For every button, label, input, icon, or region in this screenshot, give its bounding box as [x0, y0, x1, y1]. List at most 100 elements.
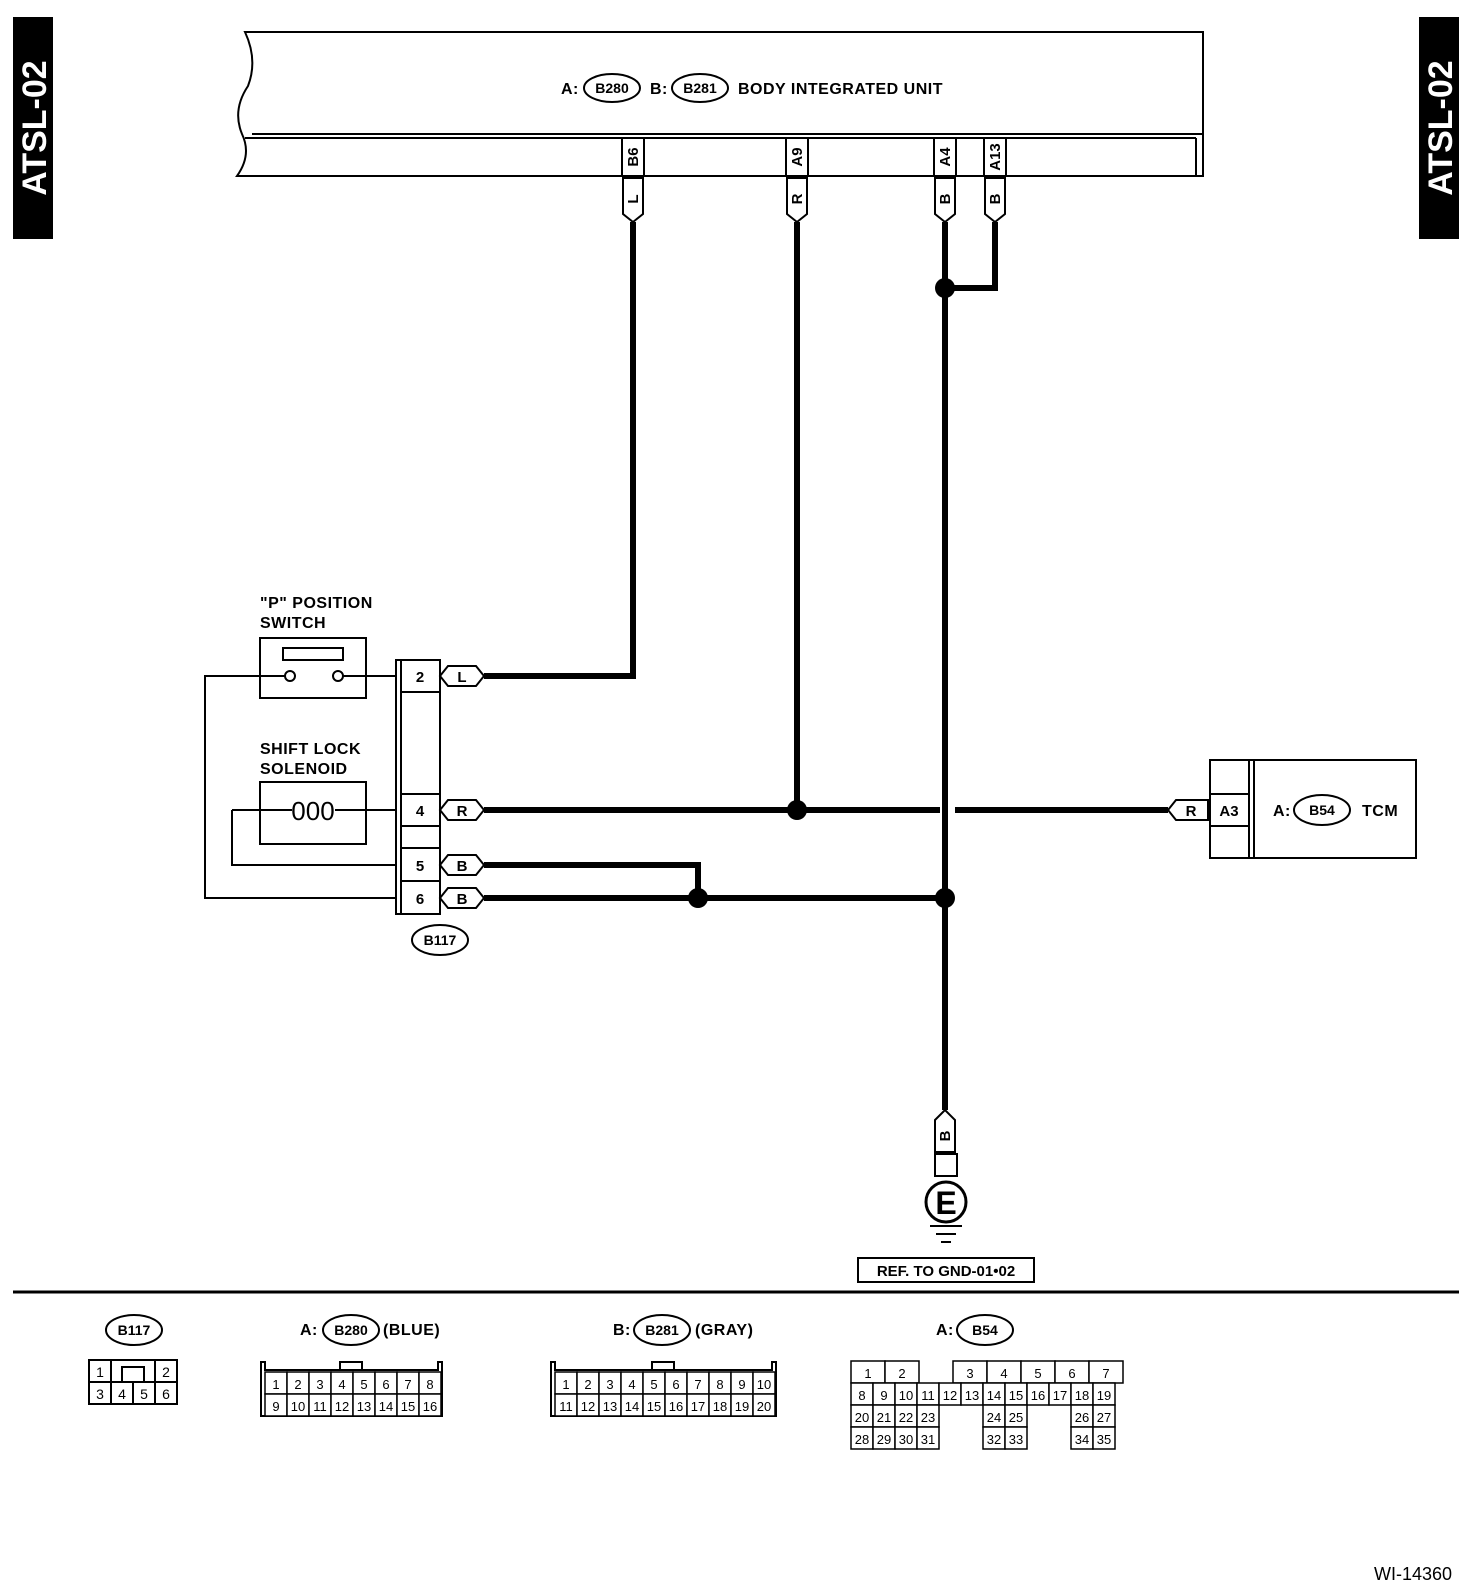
- b117-pin-6: 6: [416, 891, 424, 908]
- cv-b54-pin: 15: [1009, 1388, 1023, 1403]
- cv-b280-name: B280: [334, 1322, 368, 1338]
- pin-a4: A4: [937, 147, 954, 167]
- cv-b54-pin: 6: [1068, 1366, 1075, 1381]
- cv-b280-pin: 5: [360, 1377, 367, 1392]
- tcm-unit: R A3 A: B54 TCM: [1166, 759, 1417, 859]
- cv-b281-pin: 10: [757, 1377, 771, 1392]
- cv-b54-cell: [1004, 1426, 1028, 1450]
- cv-b281-pin: 13: [603, 1399, 617, 1414]
- cv-b117-pin: 3: [96, 1386, 104, 1402]
- cv-b117-name: B117: [118, 1322, 151, 1338]
- tag-r: R: [789, 193, 806, 204]
- cv-b280-pin: 16: [423, 1399, 437, 1414]
- cv-b54-pin: 30: [899, 1432, 913, 1447]
- cv-b281-color: (GRAY): [695, 1322, 753, 1339]
- body-integrated-unit: A: B280 B: B281 BODY INTEGRATED UNIT B6 …: [235, 31, 1204, 177]
- cv-b54-pin: 14: [987, 1388, 1001, 1403]
- cv-b280-pin: 4: [338, 1377, 345, 1392]
- shift-lock-solenoid: SHIFT LOCK SOLENOID 000: [204, 675, 396, 899]
- cv-b117-pin: 1: [96, 1364, 104, 1380]
- cv-b54-pin: 32: [987, 1432, 1001, 1447]
- cv-b280-pin: 1: [272, 1377, 279, 1392]
- p-switch-label-1: "P" POSITION: [260, 595, 373, 612]
- cv-b280-pin: 15: [401, 1399, 415, 1414]
- right-tab-label: ATSL-02: [1422, 60, 1460, 195]
- cv-b281-pin: 20: [757, 1399, 771, 1414]
- cv-b54-pin: 20: [855, 1410, 869, 1425]
- cv-b280-pin: 6: [382, 1377, 389, 1392]
- b117-connector: 2 4 5 6 B117: [395, 659, 469, 956]
- figure-id: WI-14360: [1374, 1564, 1452, 1584]
- b117-tag-b6: B: [457, 891, 468, 908]
- cv-b280-pin: 3: [316, 1377, 323, 1392]
- cv-b54-pin: 26: [1075, 1410, 1089, 1425]
- cv-b54-pin: 1: [864, 1366, 871, 1381]
- cv-b280-pin: 14: [379, 1399, 393, 1414]
- cv-b281-pin: 9: [738, 1377, 745, 1392]
- cv-b281-pin: 19: [735, 1399, 749, 1414]
- tcm-prefix: A:: [1273, 803, 1291, 820]
- conn-b280-badge: B280: [595, 80, 629, 96]
- pin-a13: A13: [987, 143, 1004, 171]
- cv-b54-pin: 2: [898, 1366, 905, 1381]
- tcm-name: TCM: [1362, 803, 1398, 820]
- cv-b280-pin: 9: [272, 1399, 279, 1414]
- pin-a9: A9: [789, 147, 806, 166]
- tcm-b54-badge: B54: [1309, 802, 1335, 818]
- body-unit-pins: B6 A9 A4 A13: [621, 138, 1007, 176]
- cv-b54-pin: 23: [921, 1410, 935, 1425]
- tag-b-a13: B: [987, 193, 1004, 204]
- tcm-pin-a3: A3: [1219, 803, 1238, 820]
- pin-b6: B6: [625, 147, 642, 166]
- cv-b281-pin: 17: [691, 1399, 705, 1414]
- tag-l: L: [625, 194, 642, 203]
- cv-b54-pin: 4: [1000, 1366, 1007, 1381]
- cv-b54-pin: 22: [899, 1410, 913, 1425]
- cv-b54-pin: 31: [921, 1432, 935, 1447]
- b117-tag-r: R: [457, 803, 468, 820]
- b117-pin-5: 5: [416, 858, 424, 875]
- cv-b54-pin: 18: [1075, 1388, 1089, 1403]
- cv-b54-pin: 25: [1009, 1410, 1023, 1425]
- b117-badge: B117: [424, 932, 457, 948]
- cv-b281-pin: 8: [716, 1377, 723, 1392]
- cv-b281-prefix: B:: [613, 1322, 631, 1339]
- tcm-tag-r: R: [1186, 803, 1197, 820]
- cv-b54-pin: 27: [1097, 1410, 1111, 1425]
- cv-b54-pin: 8: [858, 1388, 865, 1403]
- cv-b280-pin: 12: [335, 1399, 349, 1414]
- cv-b54-pin: 10: [899, 1388, 913, 1403]
- cv-b54-pin: 5: [1034, 1366, 1041, 1381]
- connector-view-b117: B117 1 2 3 4 5 6: [88, 1314, 178, 1405]
- body-unit-name: BODY INTEGRATED UNIT: [738, 81, 943, 98]
- cv-b54-name: B54: [972, 1322, 998, 1338]
- cv-b280-pin: 13: [357, 1399, 371, 1414]
- cv-b281-pin: 4: [628, 1377, 635, 1392]
- left-section-tab: ATSL-02: [13, 17, 54, 239]
- body-unit-title: A: B280 B: B281 BODY INTEGRATED UNIT: [561, 73, 943, 103]
- cv-b54-pin: 17: [1053, 1388, 1067, 1403]
- top-wire-tags: L R B B: [622, 177, 1006, 224]
- cv-b281-pin: 12: [581, 1399, 595, 1414]
- cv-b54-pin: 19: [1097, 1388, 1111, 1403]
- p-position-switch: "P" POSITION SWITCH: [259, 595, 396, 699]
- cv-b117-pin: 4: [118, 1386, 126, 1402]
- cv-b54-pin: 3: [966, 1366, 973, 1381]
- conn-a-prefix: A:: [561, 81, 579, 98]
- right-section-tab: ATSL-02: [1419, 17, 1460, 239]
- solenoid-label-2: SOLENOID: [260, 761, 348, 778]
- cv-b281-pin: 6: [672, 1377, 679, 1392]
- cv-b280-pin: 11: [313, 1399, 327, 1414]
- cv-b281-pin: 3: [606, 1377, 613, 1392]
- cv-b280-pin: 2: [294, 1377, 301, 1392]
- cv-b280-pin: 8: [426, 1377, 433, 1392]
- cv-b281-pin: 5: [650, 1377, 657, 1392]
- cv-b280-prefix: A:: [300, 1322, 318, 1339]
- b117-pin-4: 4: [416, 803, 425, 820]
- cv-b54-cell: [916, 1426, 940, 1450]
- cv-b281-pin: 15: [647, 1399, 661, 1414]
- cv-b54-prefix: A:: [936, 1322, 954, 1339]
- cv-b54-pin: 24: [987, 1410, 1001, 1425]
- cv-b280-pin: 10: [291, 1399, 305, 1414]
